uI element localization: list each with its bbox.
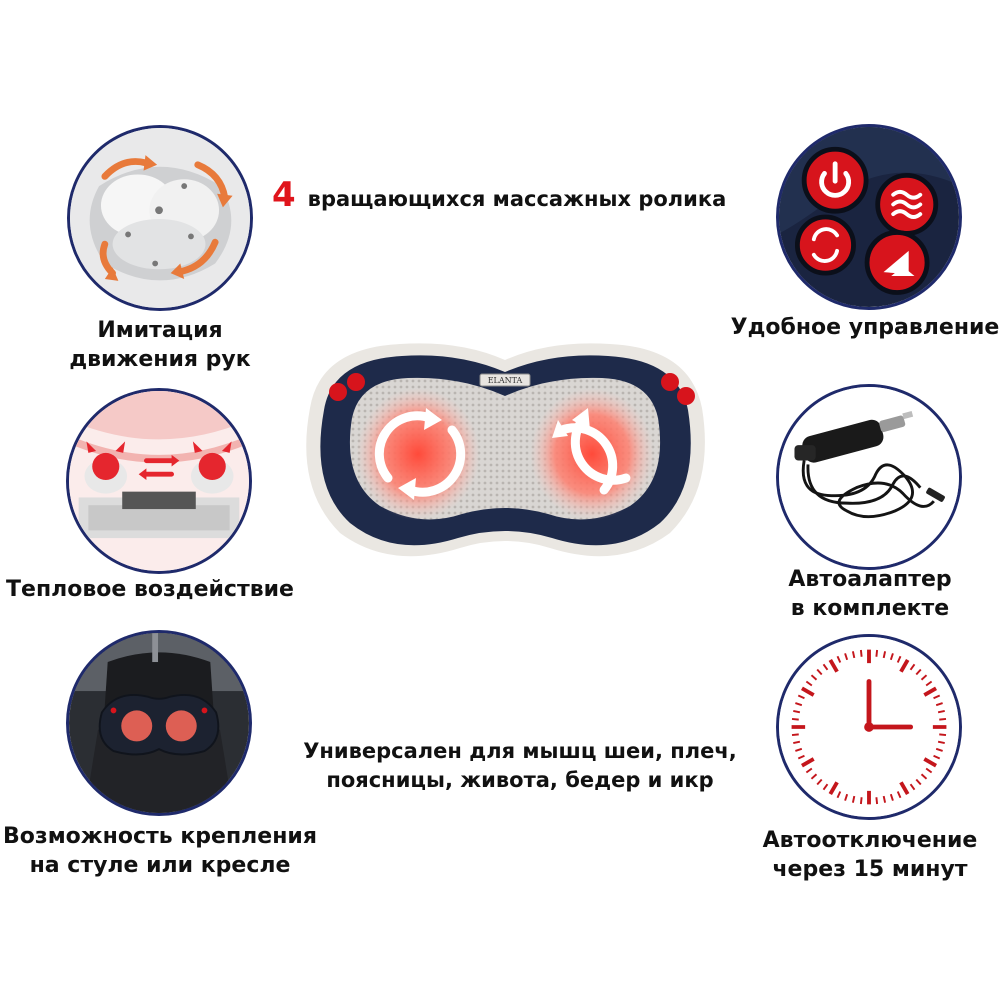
timer-caption-line2: через 15 минут <box>772 857 968 882</box>
control-caption: Удобное управление <box>730 313 1000 342</box>
adapter-caption: Автоалаптер в комплекте <box>760 565 980 623</box>
adapter-caption-line1: Автоалаптер <box>788 567 952 592</box>
massager-device-image: ELANTA <box>290 318 720 574</box>
hands-imitation-image <box>67 125 253 311</box>
timer-clock-image <box>776 634 962 820</box>
usage-line2: поясницы, живота, бедер и икр <box>326 768 714 792</box>
heat-icon <box>891 189 923 219</box>
arrow-icon <box>144 458 174 477</box>
mount-caption-line2: на стуле или кресле <box>29 853 291 878</box>
usage-line1: Универсален для мышц шеи, плеч, <box>303 739 737 763</box>
rotate-icon <box>811 227 839 263</box>
heat-caption: Тепловое воздействие <box>0 575 300 604</box>
headline-text: вращающихся массажных ролика <box>307 187 727 211</box>
device-brand: ELANTA <box>488 376 523 385</box>
power-icon <box>819 161 852 198</box>
car-adapter-image <box>776 384 962 570</box>
mount-caption: Возможность крепления на стуле или кресл… <box>0 822 320 880</box>
seat-mount-image <box>66 630 252 816</box>
mount-caption-line1: Возможность крепления <box>3 824 317 849</box>
timer-caption-line1: Автоотключение <box>762 828 978 853</box>
timer-caption: Автоотключение через 15 минут <box>755 826 985 884</box>
heat-image <box>66 388 252 574</box>
clock-icon <box>779 637 959 817</box>
adapter-caption-line2: в комплекте <box>790 596 950 621</box>
usage-text: Универсален для мышц шеи, плеч, поясницы… <box>270 737 770 795</box>
hands-caption-line1: Имитация <box>97 318 223 343</box>
control-panel-image <box>776 124 962 310</box>
heat-caption-line1: Тепловое воздействие <box>6 577 294 602</box>
control-caption-line1: Удобное управление <box>730 315 1000 340</box>
headline-number: 4 <box>272 175 296 215</box>
play-icon <box>883 250 915 277</box>
hands-caption: Имитация движения рук <box>60 316 260 374</box>
headline: 4 вращающихся массажных ролика <box>272 175 752 215</box>
hands-caption-line2: движения рук <box>69 347 251 372</box>
